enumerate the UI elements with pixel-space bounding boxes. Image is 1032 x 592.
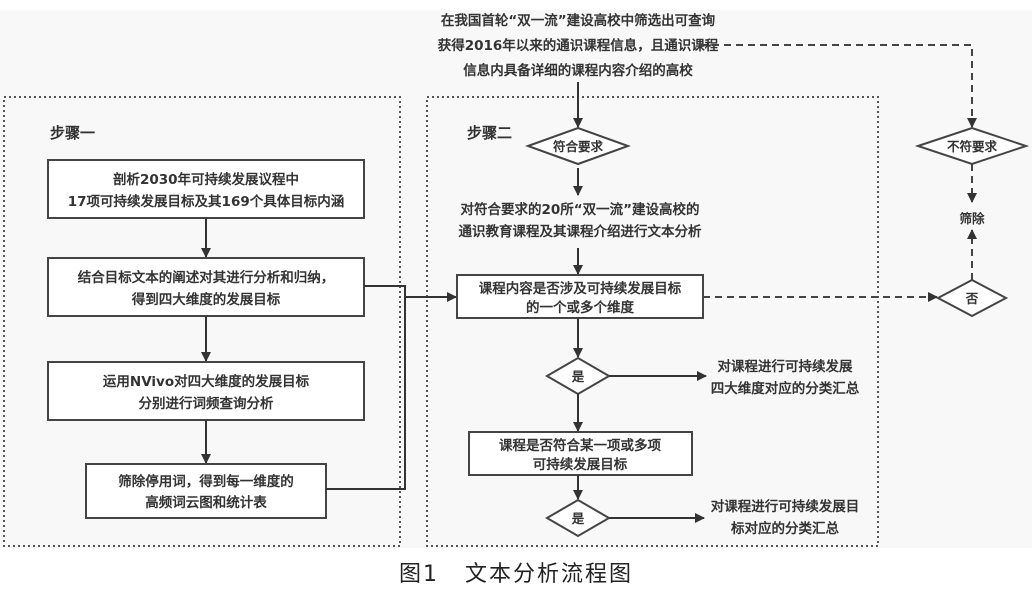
decision-meets-label: 符合要求 [553, 139, 604, 154]
result-1-line-1: 对课程进行可持续发展 [718, 358, 853, 375]
result-2-line-1: 对课程进行可持续发展目 [711, 498, 860, 515]
step1-box-3 [47, 361, 365, 421]
eliminate-label: 筛除 [959, 211, 985, 226]
step2-label: 步骤二 [467, 124, 512, 142]
decision-yes-1-label: 是 [571, 369, 585, 384]
caption-title: 文本分析流程图 [464, 562, 633, 587]
decision-not-meet-label: 不符要求 [947, 139, 998, 154]
step1-box-2-line-2: 得到四大维度的发展目标 [131, 291, 281, 308]
analysis-line-2: 通识教育课程及其课程介绍进行文本分析 [459, 223, 702, 240]
box-goal-line-2: 可持续发展目标 [533, 456, 628, 473]
caption-number: 图1 [398, 562, 439, 587]
connector-box2-to-bus [326, 285, 406, 490]
result-2-line-2: 标对应的分类汇总 [730, 520, 839, 537]
step1-container [3, 96, 401, 547]
box-goal-check [468, 431, 693, 476]
result-1-line-2: 四大维度对应的分类汇总 [711, 380, 860, 397]
box-dimension-line-2: 的一个或多个维度 [526, 299, 634, 316]
step1-box-1-line-1: 剖析2030年可持续发展议程中 [113, 171, 299, 188]
step1-box-4-line-1: 筛除停用词，得到每一维度的 [118, 473, 294, 490]
analysis-line-1: 对符合要求的20所“双一流”建设高校的 [460, 201, 699, 218]
step1-box-1 [47, 159, 365, 219]
step1-box-3-line-2: 分别进行词频查询分析 [139, 395, 274, 412]
decision-meets-requirement [525, 126, 631, 166]
box-dimension-check [456, 274, 704, 319]
figure-caption: 图1 文本分析流程图 [0, 556, 1032, 588]
decision-yes-2-label: 是 [571, 511, 585, 526]
step1-box-4-line-2: 高频词云图和统计表 [145, 494, 267, 511]
step1-box-3-line-1: 运用NVivo对四大维度的发展目标 [103, 373, 310, 390]
top-node-line-3: 信息内具备详细的课程内容介绍的高校 [463, 62, 693, 79]
step1-box-4 [85, 463, 327, 519]
decision-no [935, 278, 1009, 318]
step2-container [426, 96, 879, 547]
dashed-top-to-not-meet [700, 44, 977, 128]
decision-not-meet [914, 126, 1030, 166]
top-node-line-1: 在我国首轮“双一流”建设高校中筛选出可查询 [441, 12, 715, 29]
step1-label: 步骤一 [50, 124, 95, 142]
decision-no-label: 否 [965, 291, 979, 306]
box-dimension-line-1: 课程内容是否涉及可持续发展目标 [479, 280, 682, 297]
top-node-line-2: 获得2016年以来的通识课程信息，且通识课程 [438, 37, 719, 54]
step1-box-1-line-2: 17项可持续发展目标及其169个具体目标内涵 [68, 193, 344, 210]
box-goal-line-1: 课程是否符合某一项或多项 [499, 437, 661, 454]
step1-box-2-line-1: 结合目标文本的阐述对其进行分析和归纳， [78, 269, 335, 286]
